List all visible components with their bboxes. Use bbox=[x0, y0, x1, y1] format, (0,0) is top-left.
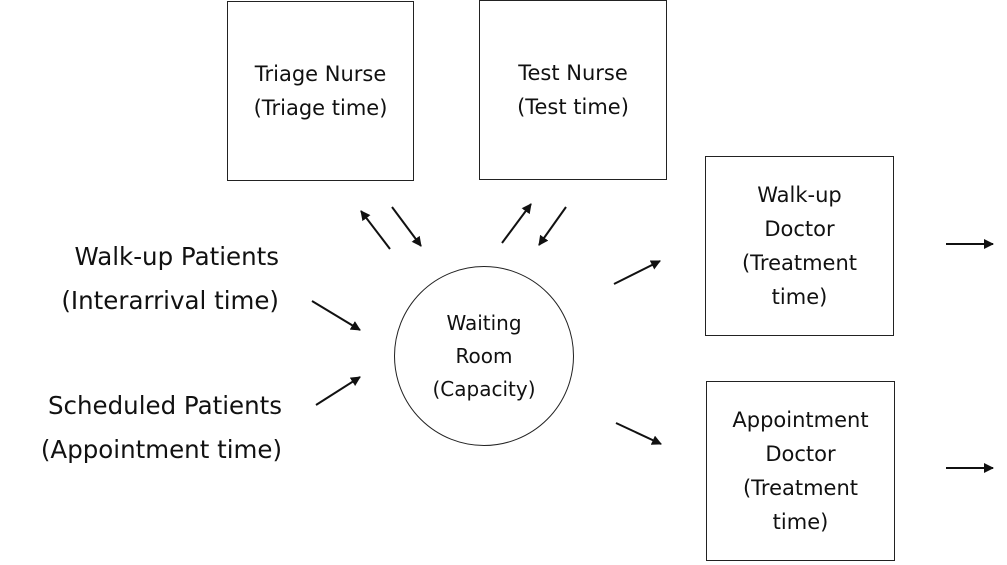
arrow-triage-to-waiting bbox=[391, 206, 422, 247]
walkup-patients-interarrival: (Interarrival time) bbox=[61, 286, 279, 315]
walkup-doctor-line3: (Treatment bbox=[741, 251, 858, 275]
waiting-room-capacity: (Capacity) bbox=[432, 376, 536, 401]
arrow-walkup-patients-to-waiting bbox=[311, 300, 361, 331]
arrow-waiting-to-walkup-doctor bbox=[613, 260, 661, 285]
appointment-doctor-line1: Appointment bbox=[732, 408, 869, 432]
waiting-room-circle: Waiting Room (Capacity) bbox=[394, 266, 574, 446]
walkup-doctor-line1: Walk-up bbox=[757, 183, 842, 207]
arrow-waiting-to-test bbox=[501, 203, 532, 244]
walkup-doctor-box: Walk-up Doctor (Treatment time) bbox=[705, 156, 894, 336]
appointment-doctor-box: Appointment Doctor (Treatment time) bbox=[706, 381, 895, 561]
arrow-waiting-to-triage bbox=[360, 210, 391, 250]
test-nurse-title: Test Nurse bbox=[518, 61, 628, 85]
walkup-doctor-line2: Doctor bbox=[764, 217, 835, 241]
triage-nurse-title: Triage Nurse bbox=[254, 62, 387, 86]
appointment-doctor-line2: Doctor bbox=[765, 442, 836, 466]
waiting-room-line2: Room bbox=[455, 343, 513, 368]
walkup-patients-title: Walk-up Patients bbox=[74, 242, 279, 271]
arrow-test-to-waiting bbox=[538, 206, 567, 246]
appointment-doctor-line3: (Treatment bbox=[742, 476, 859, 500]
appointment-doctor-line4: time) bbox=[772, 510, 829, 534]
arrow-scheduled-patients-to-waiting bbox=[315, 376, 361, 406]
triage-nurse-time: (Triage time) bbox=[253, 96, 388, 120]
arrow-waiting-to-appointment-doctor bbox=[615, 422, 662, 445]
triage-nurse-box: Triage Nurse (Triage time) bbox=[227, 1, 414, 181]
scheduled-patients-appointment: (Appointment time) bbox=[40, 435, 282, 464]
scheduled-patients-label: Scheduled Patients (Appointment time) bbox=[41, 384, 282, 472]
walkup-doctor-line4: time) bbox=[771, 285, 828, 309]
waiting-room-line1: Waiting bbox=[446, 310, 522, 335]
test-nurse-box: Test Nurse (Test time) bbox=[479, 0, 667, 180]
scheduled-patients-title: Scheduled Patients bbox=[48, 391, 282, 420]
walkup-patients-label: Walk-up Patients (Interarrival time) bbox=[61, 235, 279, 323]
test-nurse-time: (Test time) bbox=[517, 95, 629, 119]
